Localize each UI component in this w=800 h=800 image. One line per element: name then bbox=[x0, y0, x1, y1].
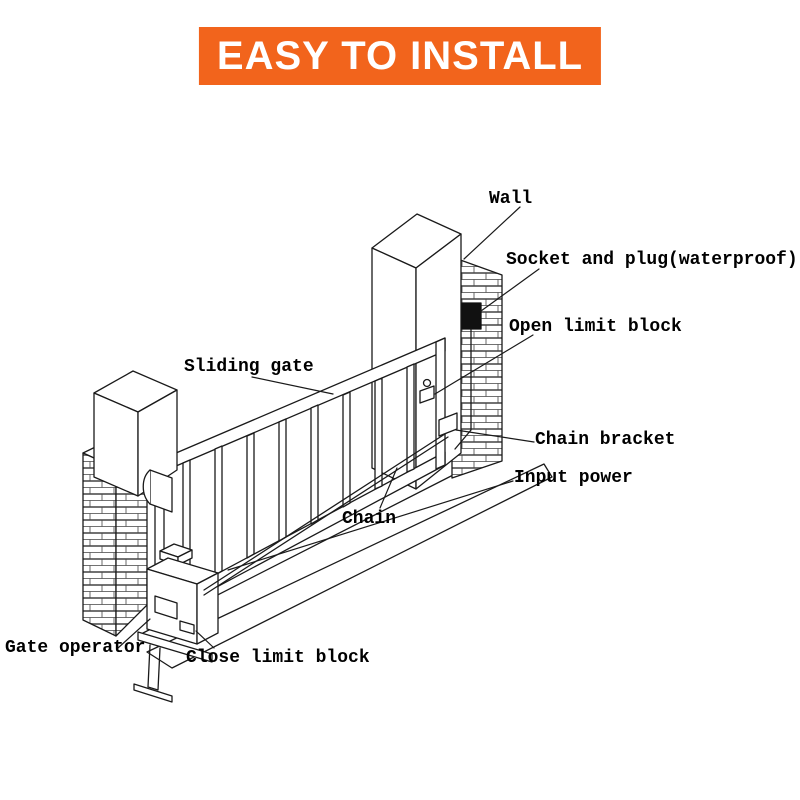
leader-gate-operator bbox=[117, 618, 151, 649]
leader-wall bbox=[463, 206, 521, 260]
label-input-power: Input power bbox=[514, 468, 633, 488]
headline-banner: EASY TO INSTALL bbox=[198, 27, 602, 85]
leader-input-power bbox=[227, 480, 514, 571]
label-wall: Wall bbox=[489, 189, 533, 209]
leader-lines bbox=[117, 206, 540, 649]
label-chain: Chain bbox=[342, 509, 397, 529]
label-chain-bracket: Chain bracket bbox=[535, 430, 676, 450]
power-cable bbox=[454, 328, 472, 450]
leader-open-limit bbox=[434, 334, 534, 395]
socket-box bbox=[454, 302, 482, 450]
sliding-gate-drawing bbox=[154, 337, 446, 621]
leader-chain bbox=[379, 467, 398, 509]
open-limit-block-marker bbox=[419, 378, 435, 404]
chain-bracket-marker bbox=[438, 412, 458, 437]
label-open-limit-block: Open limit block bbox=[509, 317, 682, 337]
leader-close-limit bbox=[195, 630, 215, 649]
label-gate-operator: Gate operator bbox=[5, 638, 146, 658]
leader-sliding-gate bbox=[251, 376, 334, 395]
guide-bracket-curve bbox=[142, 469, 151, 505]
label-close-limit-block: Close limit block bbox=[186, 648, 370, 668]
leader-socket bbox=[480, 268, 540, 312]
label-sliding-gate: Sliding gate bbox=[184, 357, 314, 377]
left-post bbox=[93, 370, 178, 513]
label-socket-and-plug: Socket and plug(waterproof) bbox=[506, 250, 798, 270]
leader-chain-bracket bbox=[455, 429, 535, 443]
chain-line bbox=[203, 431, 449, 596]
close-limit-block-marker bbox=[179, 620, 195, 635]
guide-bracket bbox=[149, 469, 173, 513]
